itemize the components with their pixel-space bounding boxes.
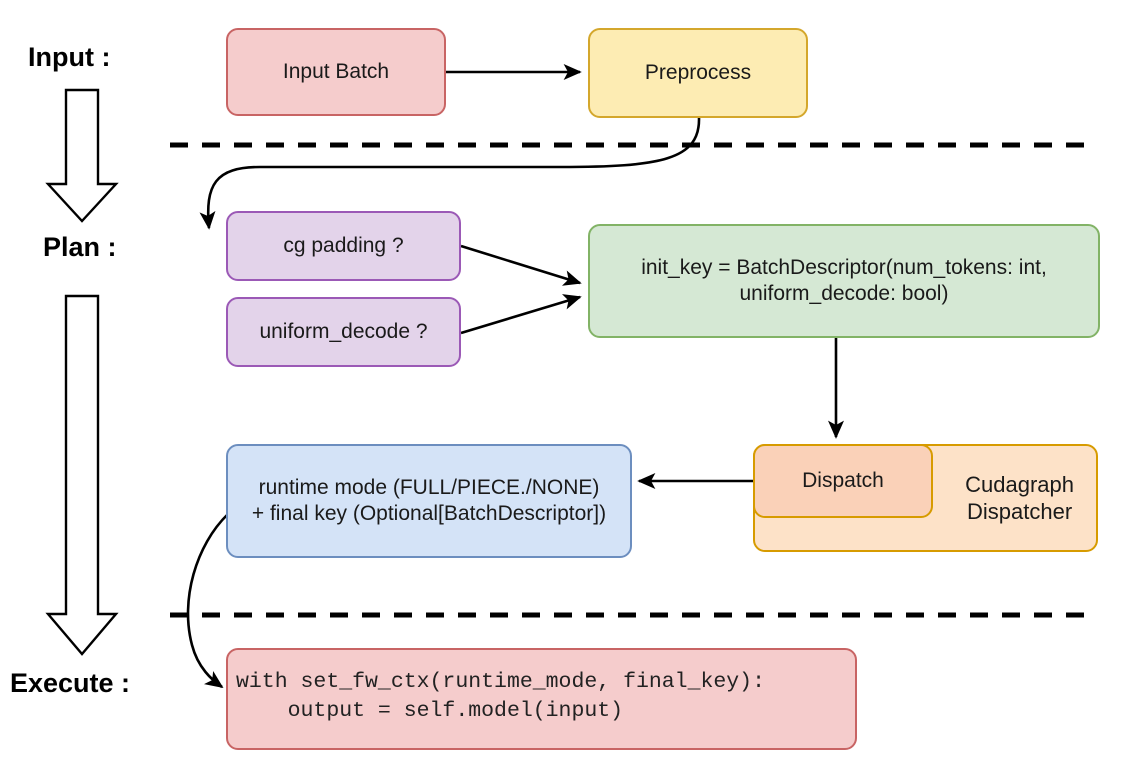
uniform-decode-node[interactable]: uniform_decode ? <box>226 297 461 367</box>
preprocess-node[interactable]: Preprocess <box>588 28 808 118</box>
init-key-node[interactable]: init_key = BatchDescriptor(num_tokens: i… <box>588 224 1100 338</box>
dispatch-node[interactable]: Dispatch <box>753 444 933 518</box>
stage-label-plan: Plan : <box>43 232 117 262</box>
big-outline-arrow-input-to-plan <box>45 88 119 223</box>
stage-label-input: Input : <box>28 42 111 72</box>
arrow-uniform-decode-to-init-key <box>460 294 582 335</box>
runtime-mode-node[interactable]: runtime mode (FULL/PIECE./NONE) + final … <box>226 444 632 558</box>
cudagraph-dispatcher-label: Cudagraph Dispatcher <box>965 471 1074 525</box>
execute-code-node[interactable]: with set_fw_ctx(runtime_mode, final_key)… <box>226 648 857 750</box>
input-batch-node[interactable]: Input Batch <box>226 28 446 116</box>
cg-padding-node[interactable]: cg padding ? <box>226 211 461 281</box>
big-outline-arrow-plan-to-execute <box>45 294 119 656</box>
stage-label-execute: Execute : <box>10 668 131 698</box>
arrow-runtime-mode-to-execute-code <box>186 513 229 689</box>
arrow-cg-padding-to-init-key <box>460 244 582 286</box>
